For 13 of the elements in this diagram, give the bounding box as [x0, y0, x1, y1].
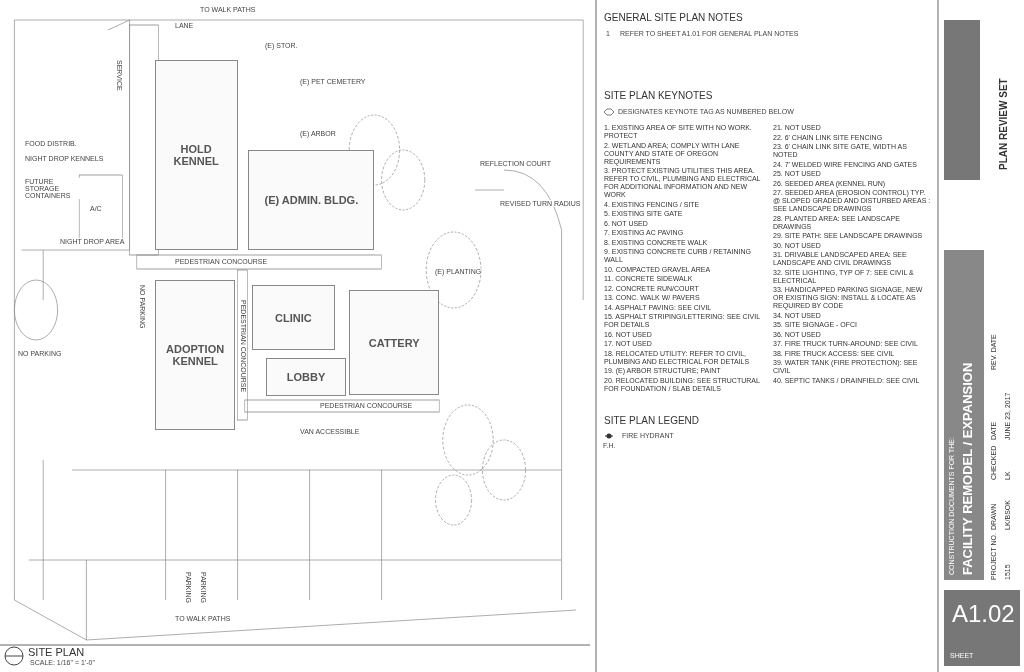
keynotes-heading: SITE PLAN KEYNOTES: [604, 90, 713, 101]
building-area: HOLD KENNEL: [154, 60, 238, 250]
sheet-number: A1.02: [952, 600, 1015, 628]
building-area: CLINIC: [252, 285, 335, 350]
building-area: (E) ADMIN. BLDG.: [248, 150, 375, 250]
drawing-title: SITE PLAN: [28, 646, 85, 658]
building-area: CATTERY: [349, 290, 440, 395]
building-area: ADOPTION KENNEL: [154, 280, 236, 430]
notes-heading: GENERAL SITE PLAN NOTES: [604, 12, 743, 23]
legend-heading: SITE PLAN LEGEND: [604, 415, 700, 426]
building-area: LOBBY: [266, 358, 346, 396]
project-title: FACILITY REMODEL / EXPANSION: [960, 362, 975, 575]
set-title: PLAN REVIEW SET: [998, 78, 1009, 170]
